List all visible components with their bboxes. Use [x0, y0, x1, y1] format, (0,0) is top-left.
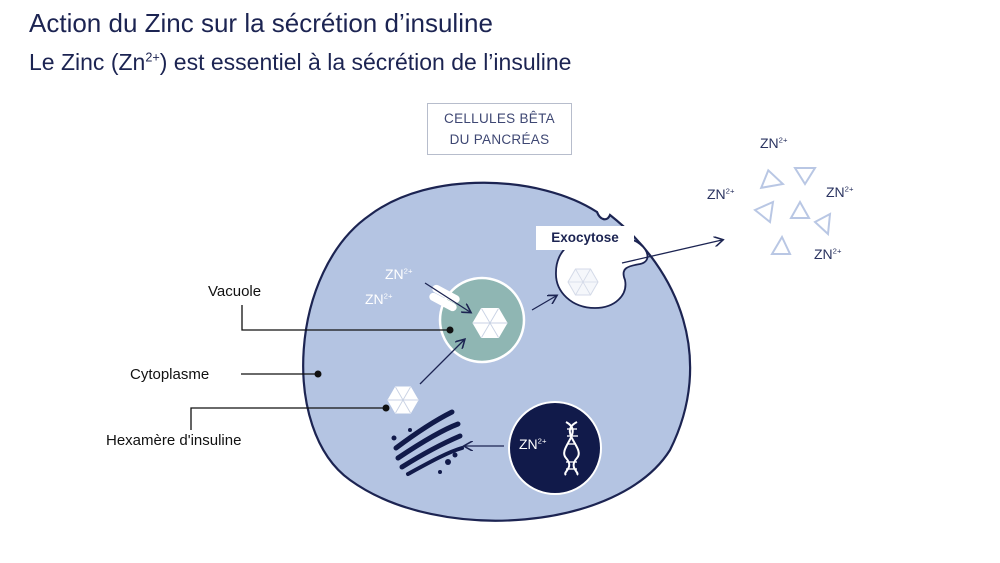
cytoplasm-hexamer-icon [387, 386, 419, 414]
subtitle-end: ) est essentiel à la sécrétion de l’insu… [159, 49, 572, 75]
zinc-label-1: ZN2+ [385, 266, 413, 282]
zinc-ion-triangle-icon [753, 167, 832, 255]
extracellular-zinc-label-2: ZN2+ [707, 186, 735, 202]
cytoplasm-leader-dot [314, 370, 322, 378]
arrow-vacuole-to-vesicle [531, 296, 556, 311]
nucleus [508, 401, 602, 495]
extracellular-zinc-label-1: ZN2+ [760, 135, 788, 151]
arrow-zinc-into-vacuole [424, 282, 470, 312]
hexamer-leader-line [190, 407, 386, 430]
subtitle-start: Le Zinc (Zn [29, 49, 146, 75]
hexamer-label: Hexamère d'insuline [106, 432, 242, 449]
exocytosis-label: Exocytose [536, 226, 634, 250]
released-hexamer-icon [567, 268, 599, 296]
zinc-label-2: ZN2+ [365, 291, 393, 307]
cell-type-line-1: CELLULES BÊTA [444, 111, 555, 126]
hexamer-leader-dot [382, 404, 390, 412]
nucleus-zinc-label: ZN2+ [519, 436, 547, 452]
page-title: Action du Zinc sur la sécrétion d’insuli… [29, 8, 493, 38]
vacuole-hexamer-icon [472, 308, 508, 338]
zinc-transporter-icon [429, 284, 460, 312]
arrow-exocytosis-release [621, 240, 722, 264]
vacuole-label: Vacuole [208, 283, 262, 300]
extracellular-zinc-label-3: ZN2+ [826, 184, 854, 200]
subtitle-superscript: 2+ [145, 50, 160, 65]
vacuole-leader-dot [446, 326, 454, 334]
golgi-apparatus-icon [391, 409, 464, 476]
vacuole-leader-line [241, 305, 450, 331]
arrow-hexamer-to-vacuole [419, 340, 464, 385]
cytoplasm-label: Cytoplasme [130, 366, 210, 383]
cell-type-box: CELLULES BÊTA DU PANCRÉAS [427, 103, 572, 155]
page-subtitle: Le Zinc (Zn2+) est essentiel à la sécrét… [29, 49, 571, 76]
cell-type-line-2: DU PANCRÉAS [449, 132, 550, 147]
dna-helix-icon [563, 421, 580, 476]
extracellular-zinc-label-4: ZN2+ [814, 246, 842, 262]
